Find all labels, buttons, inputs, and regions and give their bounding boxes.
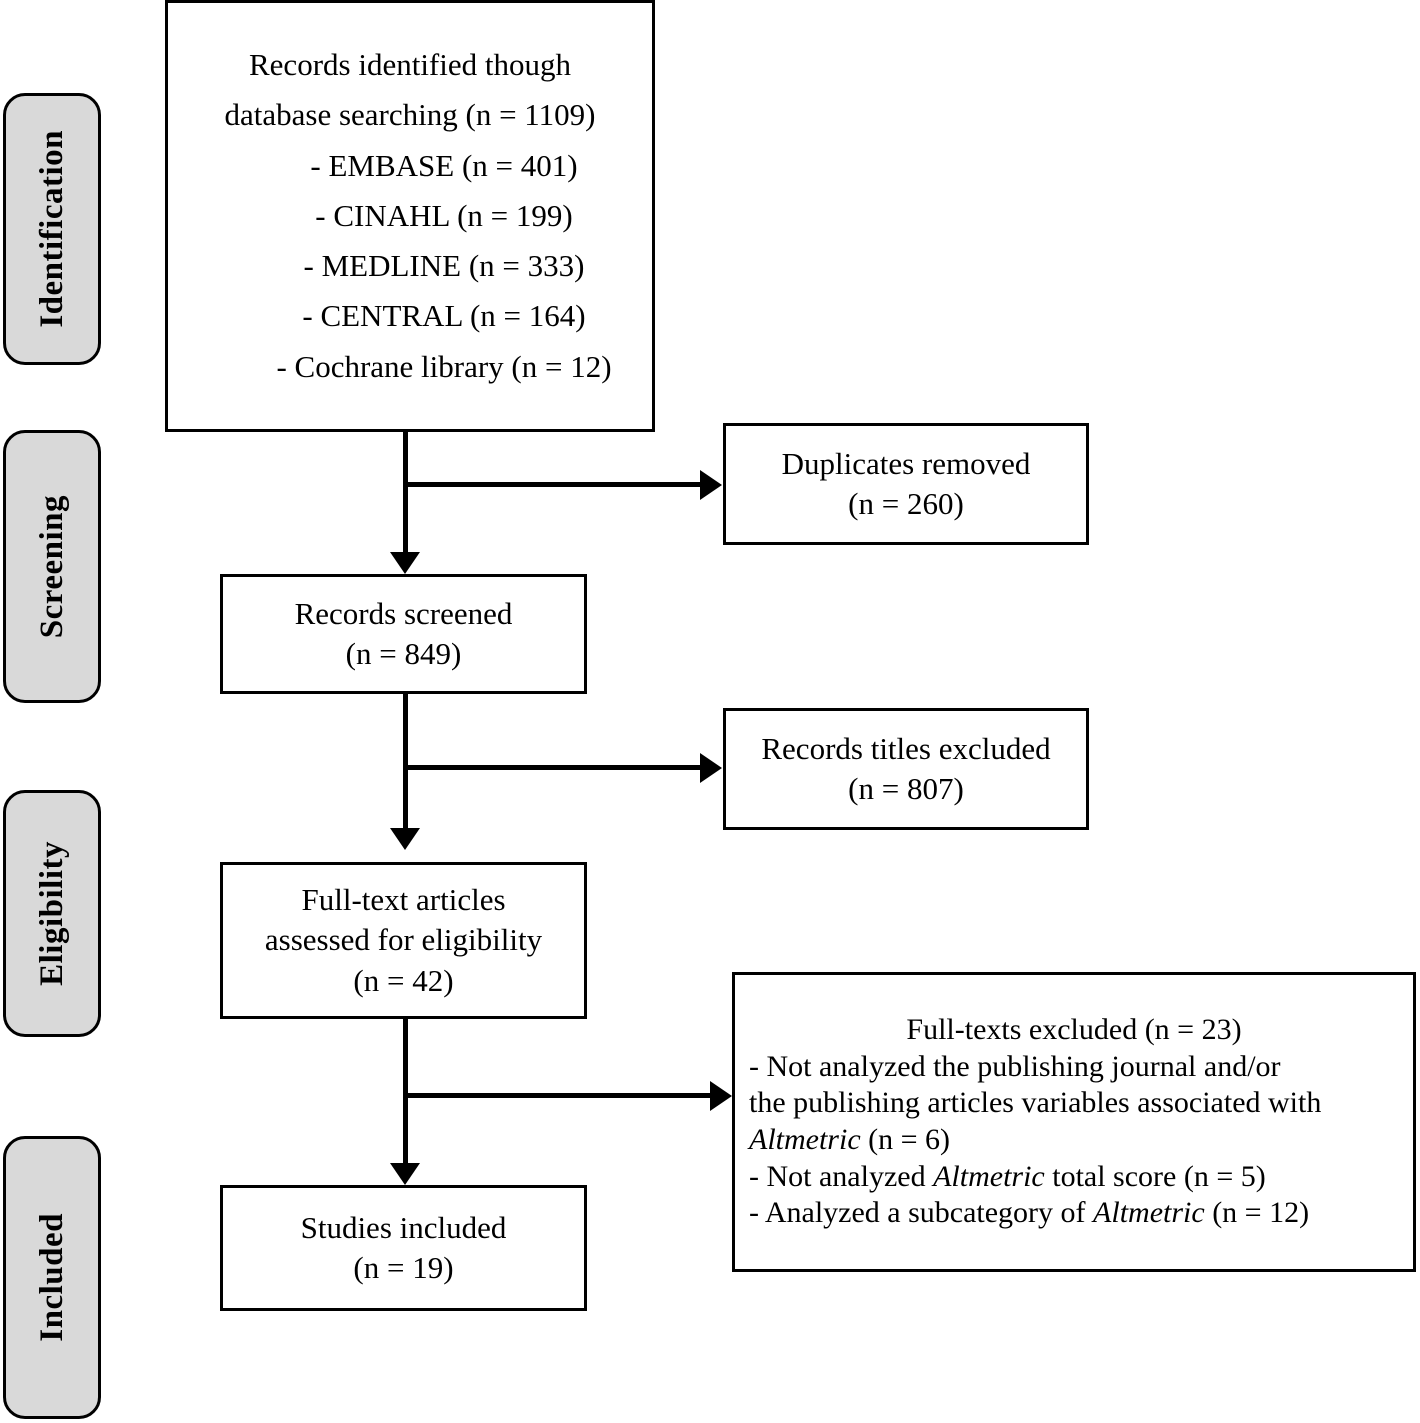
box-fulltext-excluded-line-5: - Analyzed a subcategory of Altmetric (n… [749, 1195, 1399, 1232]
connector-to-duplicates-removed [403, 482, 703, 487]
box-fulltext-excluded-line-3-suffix: (n = 6) [860, 1123, 951, 1156]
altmetric-term: Altmetric [933, 1159, 1045, 1193]
stage-tab-eligibility-label: Eligibility [33, 841, 70, 986]
stage-tab-identification: Identification [3, 93, 101, 365]
box-records-identified-line-7: - Cochrane library (n = 12) [276, 348, 612, 384]
stage-tab-included: Included [3, 1136, 101, 1419]
box-records-identified-line-6: - CENTRAL (n = 164) [302, 298, 586, 334]
box-records-titles-excluded: Records titles excluded (n = 807) [723, 708, 1089, 830]
box-records-screened-line-1: Records screened [294, 595, 513, 631]
arrowhead-to-fulltext-assessed [390, 828, 420, 850]
box-fulltext-excluded-line-4: - Not analyzed Altmetric total score (n … [749, 1159, 1399, 1196]
box-fulltext-excluded-line-2: the publishing articles variables associ… [749, 1086, 1322, 1120]
box-duplicates-removed: Duplicates removed (n = 260) [723, 423, 1089, 545]
box-duplicates-removed-line-1: Duplicates removed [781, 445, 1031, 481]
box-records-titles-excluded-line-1: Records titles excluded [761, 730, 1051, 766]
arrowhead-to-records-screened [390, 552, 420, 574]
stage-tab-eligibility: Eligibility [3, 790, 101, 1037]
stage-tab-identification-label: Identification [33, 130, 70, 328]
box-records-identified-line-2: database searching (n = 1109) [224, 97, 596, 133]
arrowhead-to-duplicates-removed [700, 470, 722, 500]
box-records-identified: Records identified though database searc… [165, 0, 655, 432]
stage-tab-screening-label: Screening [33, 494, 70, 639]
box-fulltext-assessed-line-3: (n = 42) [353, 962, 454, 998]
box-records-titles-excluded-line-2: (n = 807) [848, 771, 964, 806]
box-records-identified-line-1: Records identified though [249, 47, 571, 83]
stage-tab-included-label: Included [33, 1213, 70, 1342]
box-studies-included: Studies included (n = 19) [220, 1185, 587, 1311]
box-fulltext-excluded-line-5-prefix: - Analyzed a subcategory of [749, 1196, 1094, 1230]
box-studies-included-line-2: (n = 19) [353, 1250, 454, 1285]
box-records-screened-line-2: (n = 849) [345, 636, 462, 671]
box-fulltext-excluded: Full-texts excluded (n = 23) - Not analy… [732, 972, 1416, 1272]
connector-screened-to-fulltext [403, 694, 408, 834]
box-fulltext-excluded-line-4-suffix: total score (n = 5) [1044, 1159, 1266, 1193]
box-fulltext-assessed: Full-text articles assessed for eligibil… [220, 862, 587, 1019]
box-fulltext-excluded-title: Full-texts excluded (n = 23) [906, 1013, 1242, 1047]
box-records-identified-line-5: - MEDLINE (n = 333) [303, 248, 585, 284]
box-fulltext-assessed-line-2: assessed for eligibility [264, 922, 543, 958]
box-duplicates-removed-line-2: (n = 260) [848, 486, 964, 521]
stage-tab-screening: Screening [3, 430, 101, 703]
box-records-screened: Records screened (n = 849) [220, 574, 587, 694]
box-studies-included-line-1: Studies included [300, 1209, 507, 1245]
arrowhead-to-records-titles-excluded [700, 753, 722, 783]
connector-to-fulltext-excluded [403, 1093, 715, 1098]
altmetric-term: Altmetric [749, 1123, 861, 1156]
connector-to-records-titles-excluded [403, 765, 703, 770]
arrowhead-to-studies-included [390, 1163, 420, 1185]
altmetric-term: Altmetric [1093, 1196, 1205, 1230]
arrowhead-to-fulltext-excluded [710, 1081, 732, 1111]
box-records-identified-line-4: - CINAHL (n = 199) [315, 197, 573, 233]
box-fulltext-assessed-line-1: Full-text articles [301, 882, 506, 918]
box-fulltext-excluded-line-5-suffix: (n = 12) [1204, 1196, 1310, 1230]
box-fulltext-excluded-line-1: - Not analyzed the publishing journal an… [749, 1049, 1281, 1083]
connector-identified-to-screened [403, 432, 408, 562]
box-records-identified-line-3: - EMBASE (n = 401) [310, 147, 578, 183]
box-fulltext-excluded-line-3: Altmetric (n = 6) [749, 1122, 1399, 1159]
box-fulltext-excluded-line-4-prefix: - Not analyzed [749, 1159, 934, 1193]
